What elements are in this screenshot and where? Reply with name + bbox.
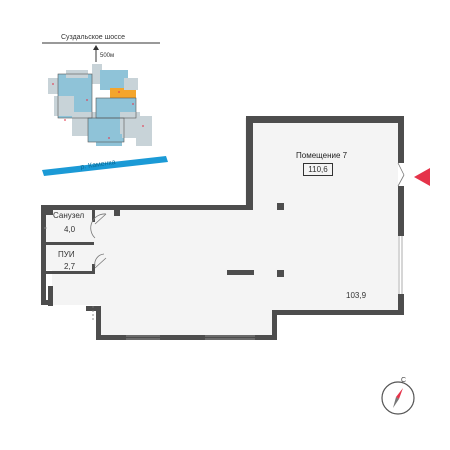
room-title: Помещение 7 xyxy=(296,151,348,160)
storage-area: 2,7 xyxy=(64,262,76,271)
room-total-area: 110,6 xyxy=(303,163,333,176)
windows xyxy=(44,227,403,340)
distance-label: 500м xyxy=(100,53,115,59)
floor-area xyxy=(41,118,398,337)
distance-arrow-head xyxy=(93,45,99,50)
entrance-marker xyxy=(414,168,430,186)
walls xyxy=(41,116,404,340)
compass-icon xyxy=(381,381,415,415)
river xyxy=(42,156,168,176)
compass-north-letter: С xyxy=(401,377,407,384)
columns xyxy=(227,203,284,277)
doors xyxy=(90,162,405,322)
bathroom-area: 4,0 xyxy=(64,225,76,234)
site-map xyxy=(48,64,152,146)
street-label: Суздальское шоссе xyxy=(60,34,126,41)
storage-label: ПУИ xyxy=(58,250,75,259)
bathroom-label: Санузел xyxy=(53,211,85,220)
main-hall-area: 103,9 xyxy=(346,291,367,300)
